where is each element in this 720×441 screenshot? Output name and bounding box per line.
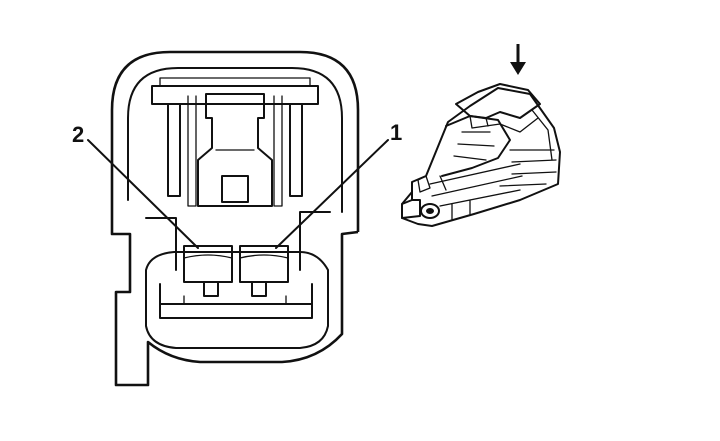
pin-label-1: 1 (390, 120, 402, 145)
view-direction-arrow-icon (510, 44, 526, 75)
leader-line-pin-1 (275, 139, 389, 249)
center-key (203, 281, 267, 297)
lock-lever-inner-right (273, 95, 283, 207)
shoulder-left (145, 217, 177, 271)
lock-lever-post-right (289, 103, 303, 197)
latch-hood-inner (127, 67, 343, 213)
lock-window (221, 175, 249, 203)
lock-lever-top (159, 77, 311, 87)
connector-front-view: 2 1 (72, 50, 402, 387)
iso-front-face-detail (417, 175, 447, 193)
lower-rail-detail (183, 295, 287, 305)
iso-latch-detail (453, 131, 495, 161)
iso-side-ribs (499, 109, 557, 187)
pin-label-2: 2 (72, 122, 84, 147)
iso-latch-arm (441, 115, 511, 177)
terminal-cavity-pin-2 (183, 245, 233, 283)
lower-rail (159, 283, 313, 319)
iso-terminal-screw (420, 203, 440, 219)
iso-front-flange (401, 191, 421, 219)
iso-lower-body (429, 163, 523, 221)
shoulder-right (299, 211, 331, 271)
lock-lever-post-left (167, 103, 181, 197)
connector-isometric-view (401, 44, 561, 227)
latch-hood-outer (110, 50, 360, 232)
connector-body-outline (110, 200, 359, 387)
mating-face-outline (145, 251, 329, 349)
terminal-cavity-pin-1 (239, 245, 289, 283)
leader-line-pin-2 (87, 139, 199, 249)
lock-lever-frame (151, 85, 319, 105)
lock-lever-inner-left (187, 95, 197, 207)
lock-tab (197, 93, 273, 207)
